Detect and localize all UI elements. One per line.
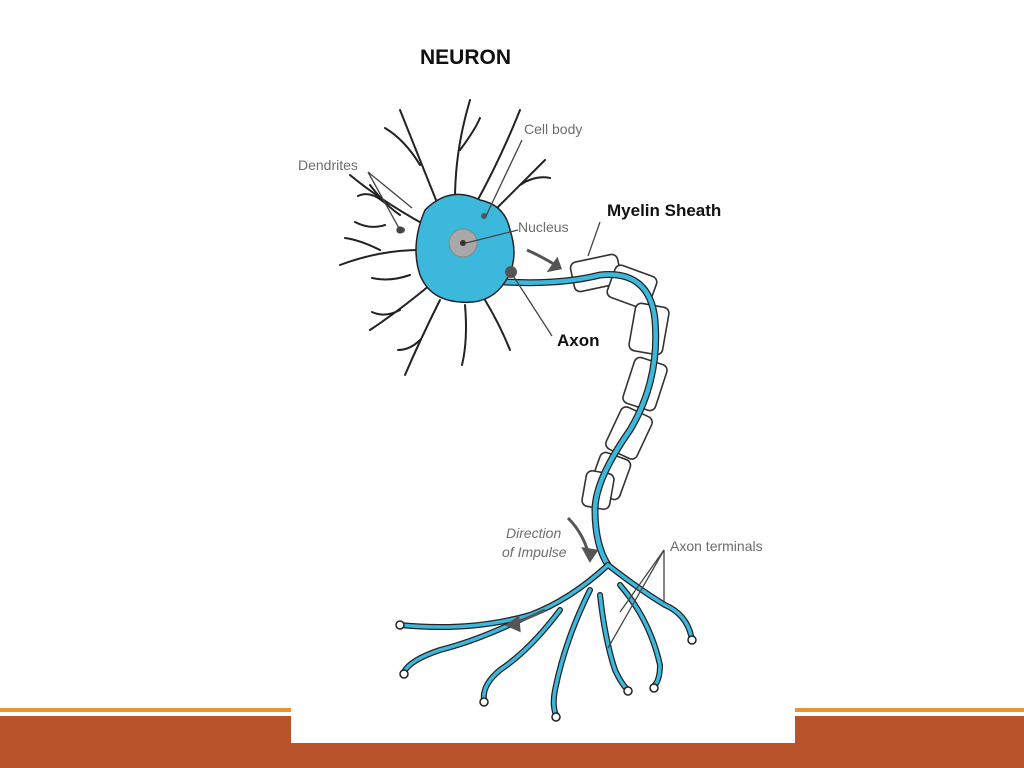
label-pointers: [367, 139, 665, 649]
diagram-card: NEURON Cell body Dendrites Nucleus Myeli…: [291, 18, 795, 743]
direction-arrows: [504, 248, 599, 633]
label-direction-line1: Direction: [506, 525, 561, 541]
label-axon-terminals: Axon terminals: [670, 538, 763, 554]
cell-body: [399, 193, 517, 304]
axon-terminals-branches: [395, 562, 697, 722]
dendrites: [339, 99, 551, 376]
label-dendrites: Dendrites: [298, 157, 358, 173]
label-myelin-sheath: Myelin Sheath: [607, 201, 721, 220]
label-direction-line2: of Impulse: [502, 544, 567, 560]
label-axon: Axon: [557, 331, 600, 350]
neuron-diagram: NEURON Cell body Dendrites Nucleus Myeli…: [298, 46, 763, 722]
axon-path: [501, 271, 660, 569]
label-nucleus: Nucleus: [518, 219, 569, 235]
diagram-title: NEURON: [420, 46, 511, 69]
label-cell-body: Cell body: [524, 121, 582, 137]
myelin-sheath: [569, 253, 670, 511]
